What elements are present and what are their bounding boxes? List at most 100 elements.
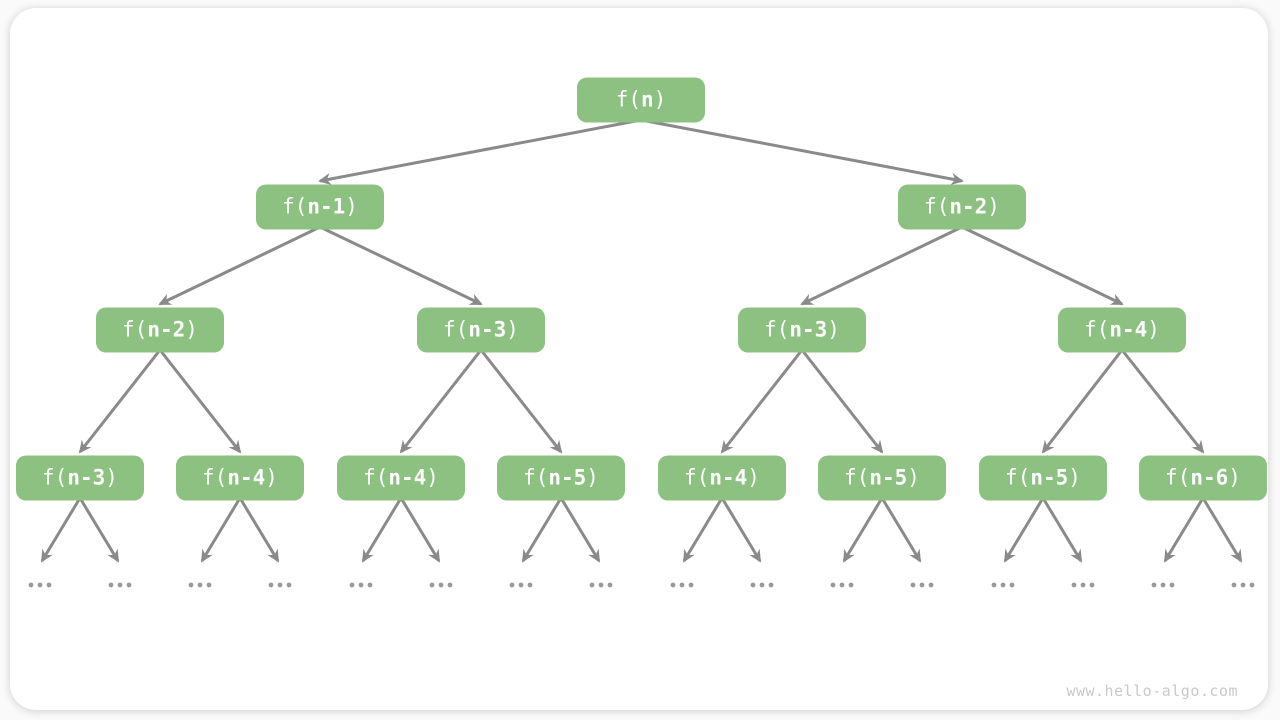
tree-node: f(n) [577, 77, 705, 123]
tree-node: f(n-4) [176, 455, 304, 501]
node-label-suffix: ) [747, 465, 760, 490]
ellipsis-dot [268, 582, 274, 588]
edge-arrow [720, 349, 804, 454]
ellipsis [991, 582, 1015, 588]
edge-arrow [720, 497, 762, 563]
watermark: www.hello-algo.com [1066, 682, 1238, 700]
node-label-suffix: ) [827, 317, 840, 342]
tree-node: f(n-5) [497, 455, 625, 501]
ellipsis-dot [1160, 582, 1166, 588]
node-label-suffix: ) [653, 87, 667, 112]
node-label-suffix: ) [105, 465, 118, 490]
node-label-arg: n-4 [709, 465, 748, 490]
node-label-prefix: f( [1165, 465, 1191, 490]
tree-node: f(n-5) [818, 455, 946, 501]
node-label-prefix: f( [1084, 317, 1110, 342]
ellipsis-dot [928, 582, 934, 588]
ellipsis-dot [518, 582, 524, 588]
ellipsis-dot [1249, 582, 1255, 588]
tree-node: f(n-5) [979, 455, 1107, 501]
tree-node: f(n-2) [96, 307, 224, 353]
node-label-suffix: ) [426, 465, 439, 490]
ellipsis [830, 582, 854, 588]
node-label-arg: n-4 [227, 465, 266, 490]
ellipsis [108, 582, 132, 588]
ellipsis-dot [367, 582, 373, 588]
ellipsis-dot [670, 582, 676, 588]
ellipsis-dot [1240, 582, 1246, 588]
ellipsis-dot [1000, 582, 1006, 588]
edge-arrow [399, 497, 441, 563]
node-label-suffix: ) [987, 194, 1000, 219]
ellipsis-dot [206, 582, 212, 588]
ellipsis-dot [1089, 582, 1095, 588]
ellipsis [509, 582, 533, 588]
ellipsis-dot [919, 582, 925, 588]
ellipsis-dot [589, 582, 595, 588]
edge-arrow [399, 349, 483, 454]
ellipsis-dot [46, 582, 52, 588]
ellipsis [349, 582, 373, 588]
node-label-arg: n-6 [1190, 465, 1229, 490]
ellipsis-dot [750, 582, 756, 588]
edge-arrow [800, 349, 884, 454]
edge-arrow [40, 497, 82, 563]
node-label-prefix: f( [615, 87, 641, 112]
ellipsis-dot [188, 582, 194, 588]
ellipsis-dot [839, 582, 845, 588]
edge-arrow [200, 497, 242, 563]
edge-arrow [158, 225, 321, 306]
edge-arrow [682, 497, 724, 563]
tree-node: f(n-3) [16, 455, 144, 501]
ellipsis-dot [197, 582, 203, 588]
canvas-card [10, 8, 1268, 710]
edge-arrow [961, 225, 1124, 306]
ellipsis-dot [1151, 582, 1157, 588]
edge-arrow [361, 497, 403, 563]
edge-arrow [800, 225, 963, 306]
node-label-arg: n-5 [869, 465, 908, 490]
node-label-prefix: f( [684, 465, 710, 490]
node-label-arg: n-3 [789, 317, 828, 342]
ellipsis-dot [447, 582, 453, 588]
ellipsis [429, 582, 453, 588]
node-label-suffix: ) [1068, 465, 1081, 490]
edge-arrow [640, 118, 964, 185]
edge-arrow [319, 225, 483, 306]
ellipsis-dot [848, 582, 854, 588]
node-label-prefix: f( [363, 465, 389, 490]
ellipsis-dot [1169, 582, 1175, 588]
node-label-arg: n-3 [67, 465, 106, 490]
node-label-arg: n-3 [468, 317, 507, 342]
ellipsis-dot [37, 582, 43, 588]
node-label-suffix: ) [586, 465, 599, 490]
node-label-prefix: f( [764, 317, 790, 342]
ellipsis-dot [768, 582, 774, 588]
ellipsis-dot [598, 582, 604, 588]
ellipsis-dot [429, 582, 435, 588]
ellipsis-dot [358, 582, 364, 588]
node-label-arg: n-2 [147, 317, 186, 342]
tree-node: f(n-3) [417, 307, 545, 353]
node-label-prefix: f( [1005, 465, 1031, 490]
ellipsis-dot [527, 582, 533, 588]
edge-arrow [880, 497, 922, 563]
node-label-prefix: f( [924, 194, 950, 219]
ellipsis [1151, 582, 1175, 588]
ellipsis [910, 582, 934, 588]
ellipsis-dot [1009, 582, 1015, 588]
tree-node: f(n-4) [658, 455, 786, 501]
edge-arrow [479, 349, 563, 454]
ellipsis-dot [509, 582, 515, 588]
node-label-suffix: ) [907, 465, 920, 490]
edge-arrow [1041, 497, 1083, 563]
edge-arrow [318, 118, 642, 185]
tree-node: f(n-3) [738, 307, 866, 353]
node-label-arg: n-5 [1030, 465, 1069, 490]
node-label-arg: n-5 [548, 465, 587, 490]
ellipsis [589, 582, 613, 588]
ellipsis-dot [1071, 582, 1077, 588]
tree-node: f(n-4) [1058, 307, 1186, 353]
